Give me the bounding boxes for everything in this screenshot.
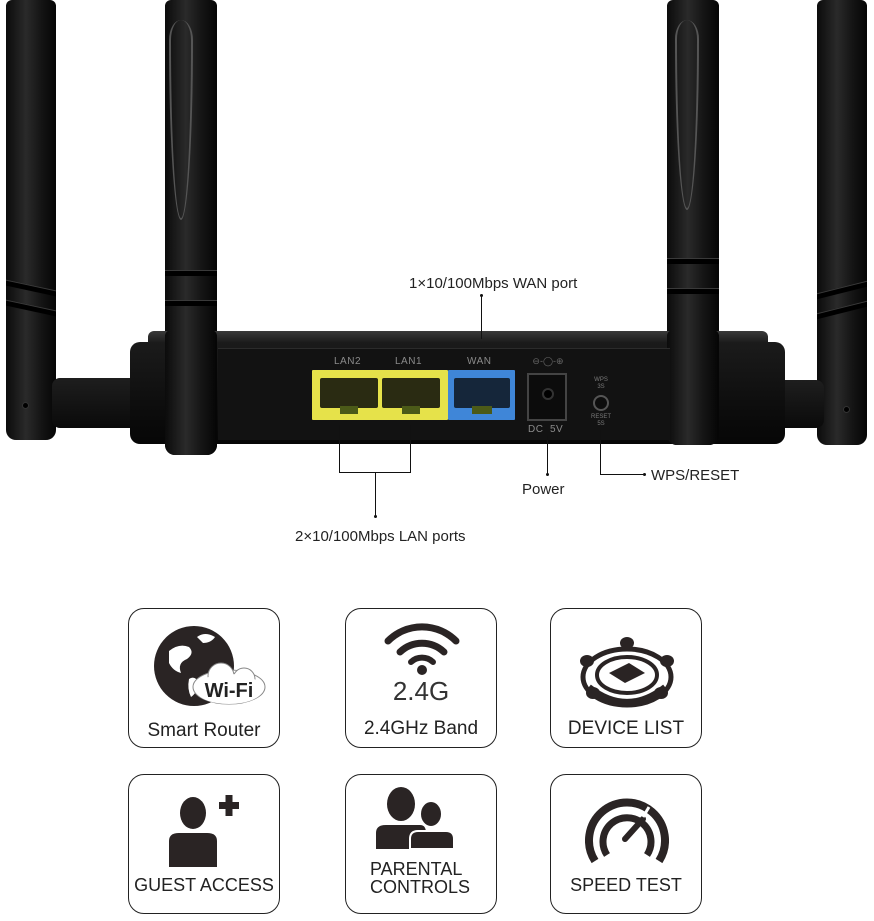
parental-controls-icon [376, 787, 455, 850]
antenna-left-inner-base [165, 330, 217, 455]
wan-port-callout-text: 1×10/100Mbps WAN port [409, 275, 578, 292]
antenna-right-inner-base [667, 330, 719, 445]
wps-reset-button[interactable] [593, 395, 609, 411]
antenna-right-outer [817, 0, 867, 445]
feature-tile-smart-router: Wi-Fi Smart Router [128, 608, 280, 748]
lan1-label: LAN1 [395, 356, 423, 367]
device-list-icon [580, 637, 674, 708]
feature-label-line1: PARENTAL [370, 859, 463, 879]
router-top-edge [148, 331, 768, 345]
globe-wifi-icon: Wi-Fi [154, 626, 266, 706]
svg-text:Wi-Fi: Wi-Fi [205, 680, 254, 702]
reset-label: RESET 5S [590, 414, 611, 427]
guest-access-icon [169, 795, 239, 867]
lan-ports[interactable] [312, 370, 448, 420]
wifi-icon [384, 623, 460, 675]
wps-reset-callout-text: WPS/RESET [651, 467, 740, 484]
feature-label: Smart Router [147, 720, 261, 741]
antenna-hinge-left [52, 378, 142, 428]
feature-label: DEVICE LIST [567, 718, 685, 739]
lan-ports-callout-text: 2×10/100Mbps LAN ports [295, 528, 466, 545]
speed-test-icon [585, 798, 669, 864]
power-callout-text: Power [522, 481, 565, 498]
dc-polarity-icon: ⊖-◯-⊕ [532, 356, 564, 366]
feature-label-line2: CONTROLS [370, 877, 471, 897]
feature-label: SPEED TEST [570, 875, 682, 895]
feature-tile-24ghz-band: 2.4G 2.4GHz Band [345, 608, 497, 748]
feature-tile-parental-controls: PARENTAL CONTROLS [345, 774, 497, 914]
band-headline: 2.4G [392, 676, 450, 706]
wps-label: WPS 3S [594, 377, 608, 390]
feature-label: GUEST ACCESS [134, 875, 274, 895]
dc-label: DC 5V [528, 424, 564, 435]
feature-tile-device-list: DEVICE LIST [550, 608, 702, 748]
wan-port[interactable] [448, 370, 515, 420]
wan-label: WAN [467, 356, 492, 367]
antenna-left-outer [6, 0, 56, 440]
power-jack[interactable] [527, 373, 567, 421]
feature-label: 2.4GHz Band [363, 718, 479, 739]
feature-tile-guest-access: GUEST ACCESS [128, 774, 280, 914]
lan2-label: LAN2 [334, 356, 362, 367]
feature-tile-speed-test: SPEED TEST [550, 774, 702, 914]
